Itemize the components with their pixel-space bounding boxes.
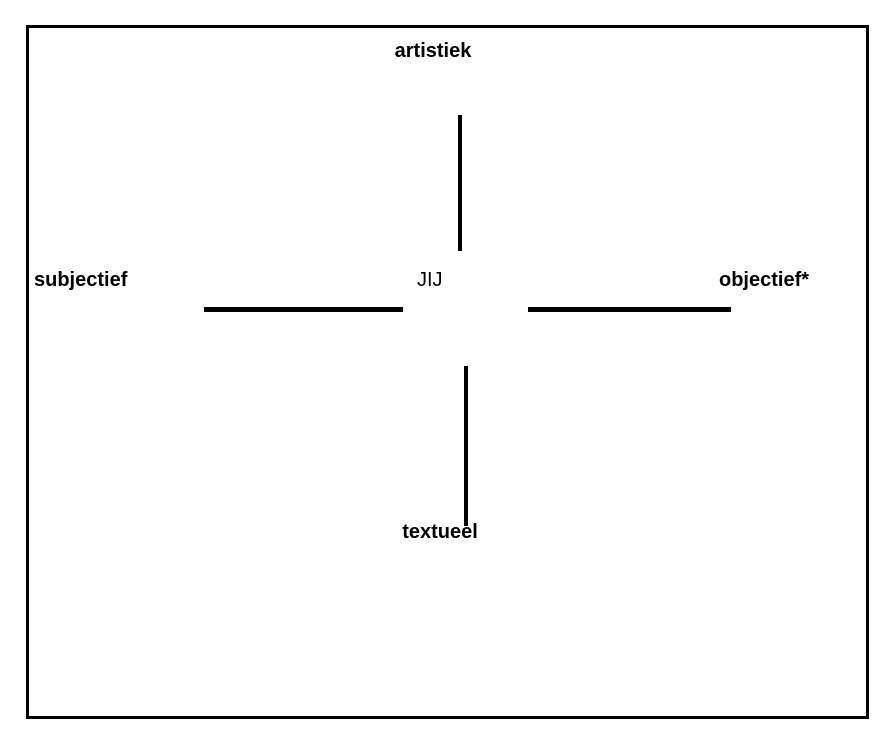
diagram-frame bbox=[26, 25, 869, 719]
center-label-jij: JIJ bbox=[417, 269, 443, 291]
horizontal-axis-right-segment bbox=[528, 307, 731, 312]
vertical-axis-lower-segment bbox=[464, 366, 468, 526]
axis-label-bottom-textueel: textueel bbox=[402, 521, 478, 543]
vertical-axis-upper-segment bbox=[458, 115, 462, 251]
axis-label-right-objectief: objectief* bbox=[719, 269, 810, 291]
axis-label-top-artistiek: artistiek bbox=[394, 40, 472, 62]
horizontal-axis-left-segment bbox=[204, 307, 403, 312]
axis-label-left-subjectief: subjectief bbox=[34, 269, 128, 291]
